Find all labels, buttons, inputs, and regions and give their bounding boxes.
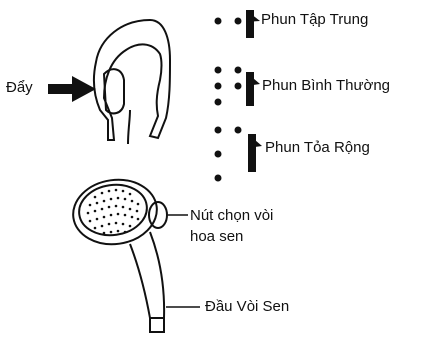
push-label: Đẩy bbox=[6, 79, 33, 97]
shower-head-label: Đầu Vòi Sen bbox=[205, 298, 289, 316]
push-arrow-icon bbox=[48, 76, 96, 102]
focus-spray-label: Phun Tập Trung bbox=[261, 11, 368, 29]
nozzle-selector-label: Nút chọn vòi hoa sen bbox=[190, 205, 273, 247]
wide-spray-label: Phun Tỏa Rộng bbox=[265, 139, 370, 157]
spray-holes bbox=[87, 189, 140, 235]
shower-head-side-view bbox=[94, 20, 170, 144]
nozzle-label-line2: hoa sen bbox=[190, 226, 273, 247]
normal-spray-label: Phun Bình Thường bbox=[262, 77, 390, 95]
focus-spray-icon bbox=[215, 10, 261, 38]
nozzle-label-line1: Nút chọn vòi bbox=[190, 205, 273, 226]
normal-spray-icon bbox=[215, 67, 261, 107]
wide-spray-icon bbox=[215, 127, 263, 182]
